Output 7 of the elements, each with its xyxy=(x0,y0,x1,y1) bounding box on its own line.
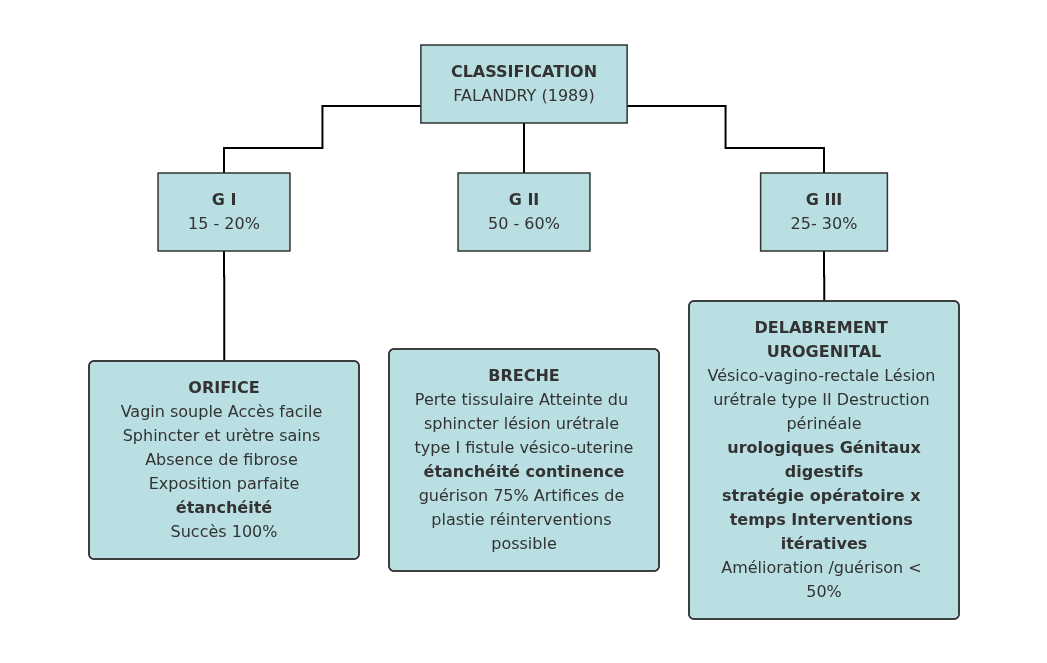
connector xyxy=(822,249,825,302)
node-box: G II 50 - 60% xyxy=(456,171,591,252)
node-box: G III 25- 30% xyxy=(759,171,888,252)
node-box: G I 15 - 20% xyxy=(156,171,291,252)
node-box: CLASSIFICATION FALANDRY (1989) xyxy=(419,43,628,124)
connector xyxy=(522,121,525,174)
connector xyxy=(222,249,225,362)
